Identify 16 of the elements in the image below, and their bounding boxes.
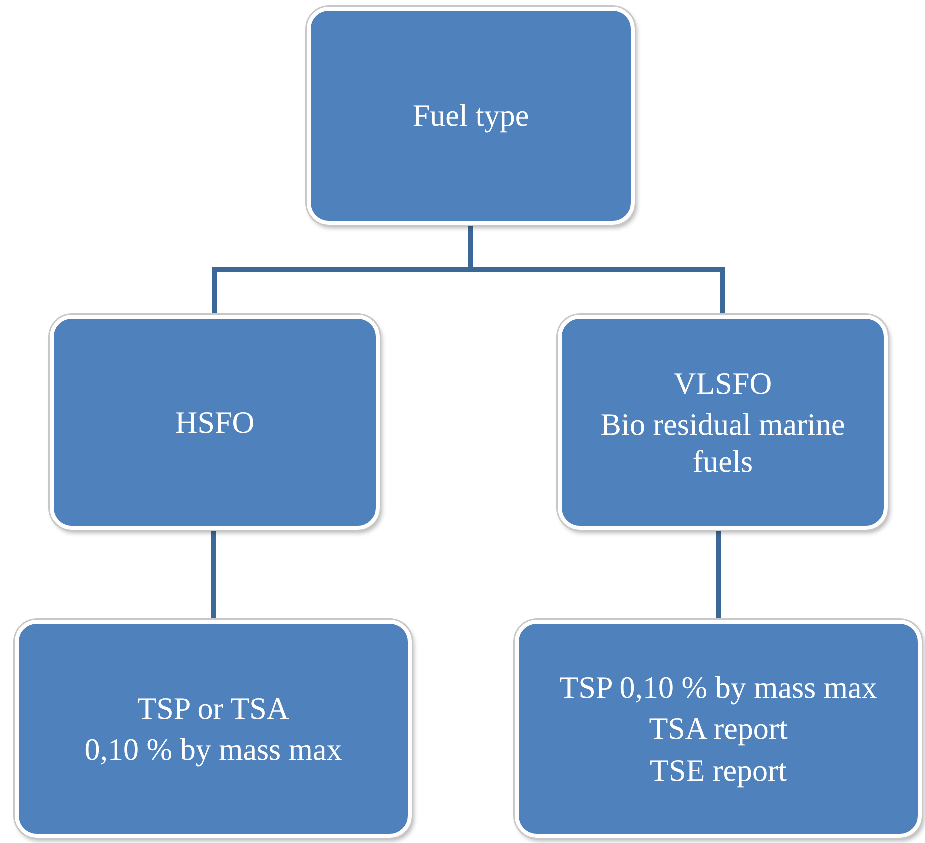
process-box xyxy=(558,315,888,530)
box-text: 0,10 % by mass max xyxy=(84,731,342,768)
box-text: TSE report xyxy=(650,752,787,789)
box-text: HSFO xyxy=(175,404,255,442)
box-text: TSA report xyxy=(649,710,788,748)
box-text: VLSFO xyxy=(674,364,772,402)
box-text: TSP or TSA xyxy=(138,690,290,727)
process-box xyxy=(15,620,412,838)
process-box xyxy=(515,620,922,838)
process-box xyxy=(50,315,380,530)
connector-line xyxy=(211,530,216,620)
box-text: Bio residual marine fuels xyxy=(600,406,846,480)
connector-line xyxy=(716,530,721,620)
box-text: Fuel type xyxy=(412,97,530,135)
process-box xyxy=(307,7,635,225)
box-text: TSP 0,10 % by mass max xyxy=(560,669,878,706)
